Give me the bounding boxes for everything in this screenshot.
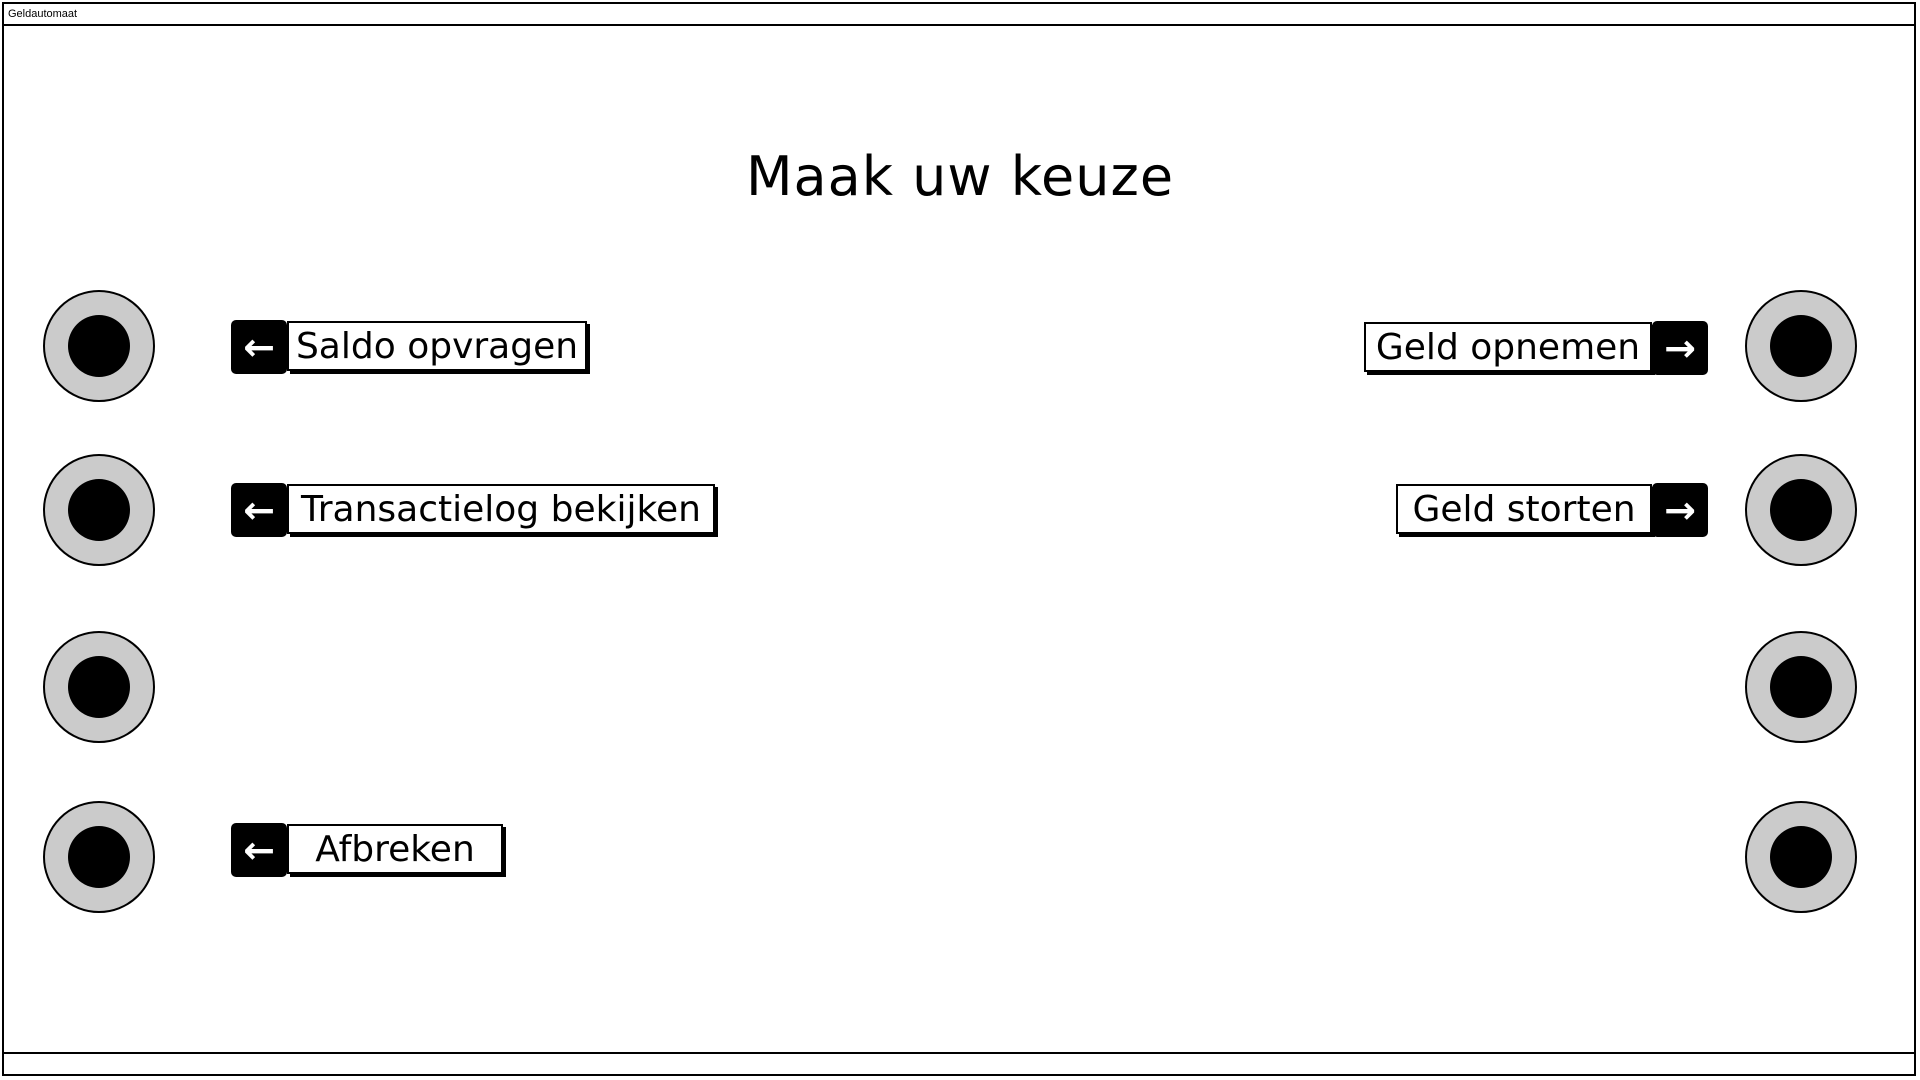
button-core xyxy=(68,315,130,377)
window-title: Geldautomaat xyxy=(4,4,1914,26)
option-label: Afbreken xyxy=(287,824,503,874)
button-core xyxy=(1770,656,1832,718)
window-bottom-bar xyxy=(4,1052,1914,1074)
arrow-left-icon: ← xyxy=(231,320,287,374)
button-core xyxy=(1770,479,1832,541)
right-side-button-3[interactable] xyxy=(1745,631,1857,743)
arrow-right-icon: → xyxy=(1652,483,1708,537)
button-core xyxy=(1770,315,1832,377)
option-saldo-opvragen[interactable]: ← Saldo opvragen xyxy=(231,320,587,374)
button-core xyxy=(68,826,130,888)
left-side-button-3[interactable] xyxy=(43,631,155,743)
option-afbreken[interactable]: ← Afbreken xyxy=(231,823,503,877)
left-side-button-1[interactable] xyxy=(43,290,155,402)
arrow-left-icon: ← xyxy=(231,823,287,877)
option-geld-opnemen[interactable]: Geld opnemen → xyxy=(1364,321,1708,375)
left-side-button-2[interactable] xyxy=(43,454,155,566)
page-title: Maak uw keuze xyxy=(745,145,1175,208)
left-side-button-4[interactable] xyxy=(43,801,155,913)
option-geld-storten[interactable]: Geld storten → xyxy=(1396,483,1708,537)
option-transactielog-bekijken[interactable]: ← Transactielog bekijken xyxy=(231,483,715,537)
button-core xyxy=(68,479,130,541)
option-label: Geld storten xyxy=(1396,484,1652,534)
button-core xyxy=(1770,826,1832,888)
arrow-left-icon: ← xyxy=(231,483,287,537)
option-label: Geld opnemen xyxy=(1364,322,1652,372)
option-label: Transactielog bekijken xyxy=(287,484,715,534)
option-label: Saldo opvragen xyxy=(287,321,587,371)
right-side-button-4[interactable] xyxy=(1745,801,1857,913)
right-side-button-2[interactable] xyxy=(1745,454,1857,566)
button-core xyxy=(68,656,130,718)
arrow-right-icon: → xyxy=(1652,321,1708,375)
right-side-button-1[interactable] xyxy=(1745,290,1857,402)
